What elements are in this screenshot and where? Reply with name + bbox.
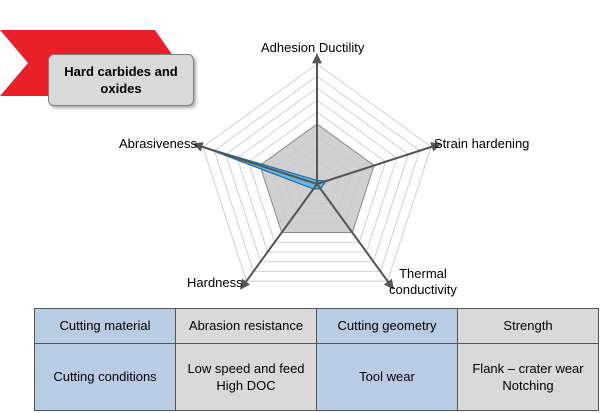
badge-line-2: oxides <box>100 81 142 96</box>
radar-axis-line <box>192 142 318 185</box>
grid-ring <box>236 99 398 253</box>
wear-mechanism-table: Cutting material Abrasion resistance Cut… <box>34 308 599 412</box>
radar-axis-line <box>316 183 395 290</box>
grid-ring <box>225 87 409 263</box>
axis-label-strain-hardening: Strain hardening <box>434 136 530 151</box>
badge-line-1: Hard carbides and <box>64 64 178 79</box>
cell-tool-wear: Tool wear <box>316 342 458 412</box>
cell-high-doc: High DOC <box>216 377 276 393</box>
cell-cutting-conditions: Cutting conditions <box>34 342 176 412</box>
cell-cutting-geometry: Cutting geometry <box>316 308 458 344</box>
grid-ring <box>213 75 421 272</box>
grid-ring <box>202 63 432 282</box>
axis-label-thermal: Thermal <box>399 266 447 281</box>
cell-cutting-material: Cutting material <box>34 308 176 344</box>
axis-label-conductivity: conductivity <box>389 282 457 297</box>
cell-abrasion-resistance: Abrasion resistance <box>175 308 317 344</box>
axis-label-adhesion-ductility: Adhesion Ductility <box>261 40 365 55</box>
cell-notching: Notching <box>502 377 554 393</box>
radar-axis-line <box>239 183 318 290</box>
table-row: Cutting material Abrasion resistance Cut… <box>34 308 599 344</box>
radar-chart <box>192 53 442 290</box>
cell-speed-feed-doc: Low speed and feed High DOC <box>175 342 317 412</box>
radar-axes <box>192 53 442 290</box>
category-badge: Hard carbides and oxides <box>48 54 194 106</box>
axis-label-hardness: Hardness <box>187 275 243 290</box>
grid-ring <box>247 111 387 243</box>
cell-strength: Strength <box>457 308 599 344</box>
radar-axis-line <box>316 142 442 185</box>
cell-flank-crater: Flank – crater wear <box>472 360 584 376</box>
axis-label-thermal-conductivity: Thermal conductivity <box>389 266 457 298</box>
cell-speed-feed: Low speed and feed <box>187 360 305 376</box>
cell-flank-crater-notching: Flank – crater wear Notching <box>457 342 599 412</box>
axis-label-abrasiveness: Abrasiveness <box>119 136 198 151</box>
table-row: Cutting conditions Low speed and feed Hi… <box>34 342 599 412</box>
